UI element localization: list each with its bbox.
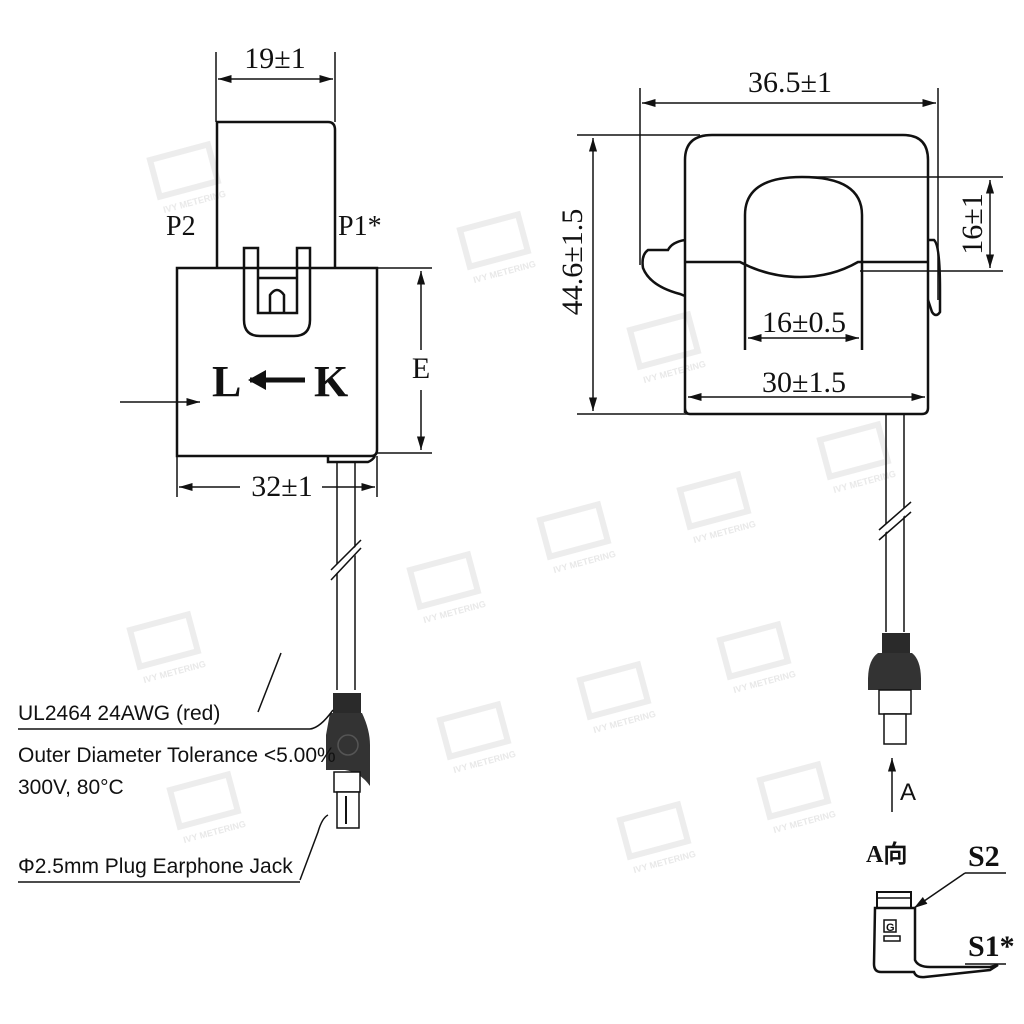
plug-end-view: A向 S2 G S1*: [866, 840, 1015, 979]
dim-overall-height: 44.6±1.5: [556, 209, 589, 315]
ct-housing: [683, 133, 930, 416]
front-view: 36.5±1 44.6±1.5 16±1 16±0.5 30±1.5: [556, 66, 1003, 812]
terminal-s1-label: S1*: [968, 930, 1015, 963]
direction-k-label: K: [314, 357, 348, 406]
cable-type-note: UL2464 24AWG (red): [18, 702, 220, 725]
earphone-plug-left: [326, 693, 370, 829]
dim-body-width: 30±1.5: [762, 366, 846, 399]
view-arrow-label: A: [900, 779, 916, 806]
dim-body-width: 32±1: [251, 470, 312, 503]
terminal-s2-label: S2: [968, 840, 1000, 873]
latch-clip: [242, 246, 312, 338]
terminal-p1-label: P1*: [338, 211, 382, 242]
dim-top-width: 19±1: [244, 42, 305, 75]
view-a-title: A向: [866, 840, 907, 868]
dim-aperture-height: 16±1: [956, 193, 989, 254]
svg-text:G: G: [886, 922, 895, 934]
top-core-block: [215, 120, 337, 268]
split-line: [725, 260, 928, 279]
terminal-p2-label: P2: [166, 211, 196, 242]
cable-tolerance-note: Outer Diameter Tolerance <5.00%: [18, 744, 336, 767]
dim-height-e: E: [412, 352, 430, 385]
side-view: 19±1 P2 P1* L K E 32±1: [18, 42, 432, 883]
main-body: [175, 266, 379, 458]
dim-overall-width: 36.5±1: [748, 66, 832, 99]
dim-aperture-width: 16±0.5: [762, 306, 846, 339]
cable-rating-note: 300V, 80°C: [18, 776, 124, 799]
direction-arrow-icon: [248, 370, 266, 390]
plug-spec-note: Φ2.5mm Plug Earphone Jack: [18, 855, 293, 878]
earphone-plug-right: [868, 633, 921, 745]
plug-body: [872, 906, 999, 979]
direction-l-label: L: [212, 357, 241, 406]
